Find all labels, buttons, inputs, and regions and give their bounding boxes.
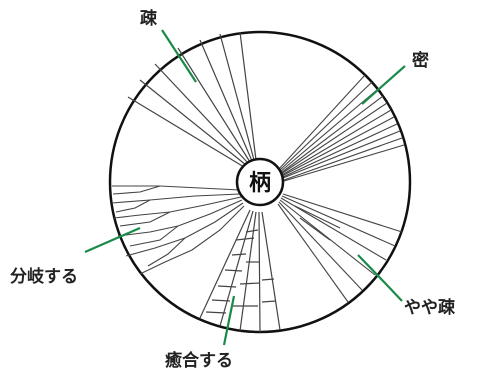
handle-label: 柄 [249,171,271,196]
branching-label: 分岐する [10,266,78,287]
leader-lines [84,29,406,346]
sparse-label: 疎 [140,8,158,29]
anastomosing-vein-group [199,209,281,333]
somewhat-sparse-label: やや疎 [404,297,456,318]
somewhat-sparse-leader-line [357,254,403,302]
dense-leader-line [361,65,406,105]
sparse-vein-group [127,31,257,168]
handle-circle [235,157,285,207]
sparse-leader-line [161,29,197,83]
branching-vein-group [111,185,245,275]
dense-label: 密 [412,50,429,71]
branching-leader-line [84,226,141,254]
anastomosing-label: 癒合する [165,350,233,371]
anastomosing-leader-line [222,295,236,346]
somewhat-sparse-vein-group [277,193,403,303]
